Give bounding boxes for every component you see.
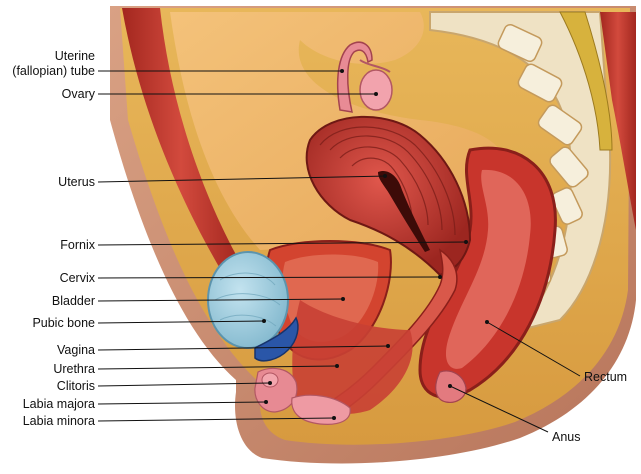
label-labia-minora: Labia minora bbox=[23, 414, 95, 428]
label-cervix: Cervix bbox=[60, 271, 96, 285]
leader-dot-labia-majora bbox=[264, 400, 268, 404]
label-rectum: Rectum bbox=[584, 370, 627, 384]
label-labia-majora: Labia majora bbox=[23, 397, 95, 411]
leader-dot-fornix bbox=[464, 240, 468, 244]
label-urethra: Urethra bbox=[53, 362, 95, 376]
leader-dot-ovary bbox=[374, 92, 378, 96]
leader-dot-cervix bbox=[438, 275, 442, 279]
leader-dot-pubic-bone bbox=[262, 319, 266, 323]
leader-dot-vagina bbox=[386, 344, 390, 348]
label-fornix: Fornix bbox=[60, 238, 95, 252]
label-uterine-tube-line1: Uterine bbox=[55, 49, 95, 63]
ovary-shape bbox=[360, 70, 392, 110]
label-anus: Anus bbox=[552, 430, 581, 444]
label-uterine-tube-line2: (fallopian) tube bbox=[12, 64, 95, 78]
label-vagina: Vagina bbox=[57, 343, 95, 357]
label-pubic-bone: Pubic bone bbox=[32, 316, 95, 330]
leader-dot-uterus bbox=[383, 174, 387, 178]
label-bladder: Bladder bbox=[52, 294, 95, 308]
leader-dot-labia-minora bbox=[332, 416, 336, 420]
leader-dot-clitoris bbox=[268, 381, 272, 385]
leader-dot-anus bbox=[448, 384, 452, 388]
leader-dot-uterine-tube bbox=[340, 69, 344, 73]
label-ovary: Ovary bbox=[62, 87, 96, 101]
label-uterus: Uterus bbox=[58, 175, 95, 189]
leader-dot-rectum bbox=[485, 320, 489, 324]
leader-dot-urethra bbox=[335, 364, 339, 368]
leader-dot-bladder bbox=[341, 297, 345, 301]
anatomy-illustration bbox=[110, 6, 636, 464]
label-clitoris: Clitoris bbox=[57, 379, 95, 393]
